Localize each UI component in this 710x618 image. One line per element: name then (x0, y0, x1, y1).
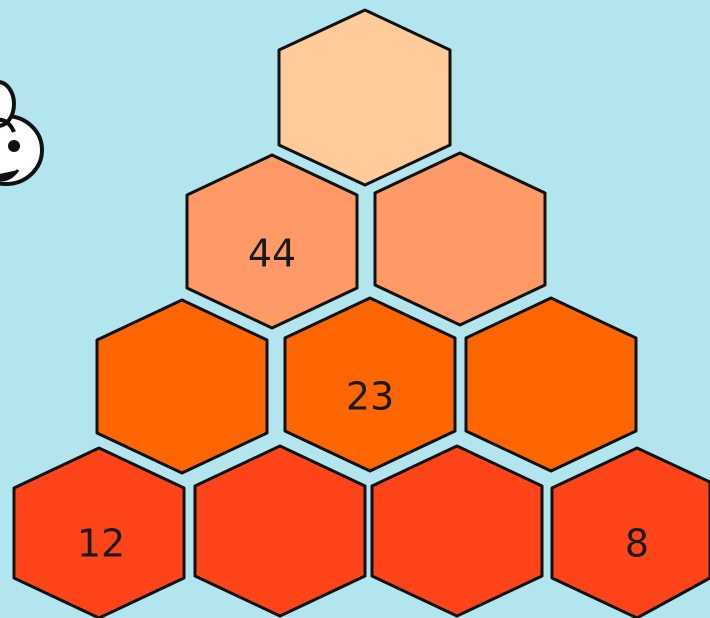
hex-shape (279, 10, 450, 185)
hex-shape (97, 300, 267, 473)
hex-shape (372, 446, 542, 616)
hex-value: 8 (625, 522, 649, 566)
hex-cell-r3-c3[interactable] (466, 298, 636, 471)
hex-cell-r2-c1[interactable]: 44 (187, 155, 357, 328)
hex-cell-r4-c4[interactable]: 8 (552, 448, 710, 618)
hex-shape (466, 298, 636, 471)
hex-value: 12 (77, 522, 125, 566)
hex-cells-layer: 44 23 12 (14, 10, 710, 618)
hex-shape (375, 153, 545, 325)
hex-value: 44 (248, 232, 296, 276)
hex-cell-r4-c1[interactable]: 12 (14, 448, 184, 618)
hex-cell-r4-c3[interactable] (372, 446, 542, 616)
hex-cell-r3-c1[interactable] (97, 300, 267, 473)
hex-shape (195, 446, 365, 616)
hex-cell-r3-c2[interactable]: 23 (285, 298, 455, 471)
hex-value: 23 (346, 375, 394, 419)
hex-cell-r4-c2[interactable] (195, 446, 365, 616)
hex-cell-r2-c2[interactable] (375, 153, 545, 325)
cartoon-character-icon (0, 82, 42, 184)
hex-cell-r1-c1[interactable] (279, 10, 450, 185)
